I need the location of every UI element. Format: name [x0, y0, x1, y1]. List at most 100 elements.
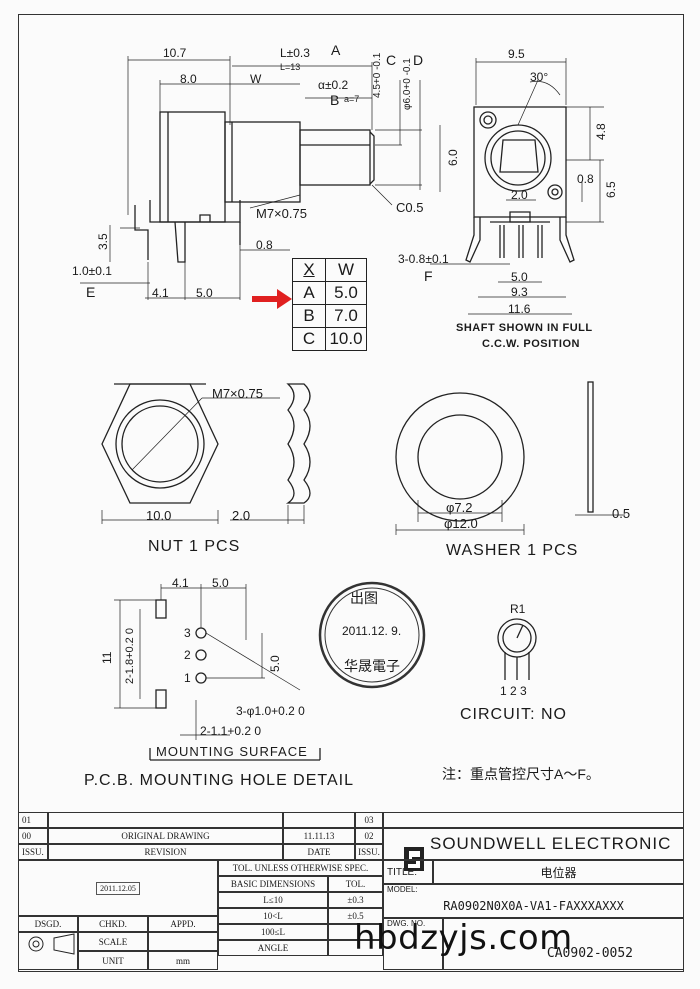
dsgd-label: DSGD.: [18, 916, 78, 932]
washer-inner-label: φ7.2: [446, 500, 473, 515]
xw-table: X W A 5.0 B 7.0 C 10.0: [292, 258, 367, 351]
rev-desc-1: [48, 812, 283, 828]
stamp-bottom: 华晟電子: [344, 658, 400, 674]
rev-date-1: [283, 812, 355, 828]
unit-label: UNIT: [78, 951, 148, 970]
dim-1-0: 1.0±0.1: [72, 264, 112, 278]
table-cell: B: [292, 304, 326, 328]
table-header-x: X: [292, 258, 326, 282]
pcb-pin-3: 3: [184, 626, 191, 640]
dim-4-1: 4.1: [152, 286, 169, 300]
rev-header-date: DATE: [283, 844, 355, 860]
circuit-ref: R1: [510, 602, 526, 616]
table-cell: C: [292, 327, 326, 351]
pcb-dim-holes: 3-φ1.0+0.2 0: [236, 704, 305, 718]
model-label: MODEL:: [383, 884, 684, 894]
stamp-date: 2011.12. 9.: [342, 624, 402, 638]
label-d: D: [413, 52, 424, 68]
tol-label: TOL.: [328, 876, 383, 892]
label-f: F: [424, 268, 433, 284]
pcb-dim-5-0: 5.0: [212, 576, 229, 590]
dim-phi6: φ6.0+0 -0.1: [402, 58, 413, 110]
table-cell: 5.0: [325, 281, 367, 305]
pcb-caption: P.C.B. MOUNTING HOLE DETAIL: [84, 772, 355, 789]
table-row: A 5.0: [292, 281, 367, 305]
basic-dimensions-label: BASIC DIMENSIONS: [218, 876, 328, 892]
pcb-dim-11: 11: [100, 651, 114, 664]
site-watermark: hbdzyjs.com: [354, 918, 573, 958]
dim-thread: M7×0.75: [256, 206, 307, 221]
dim-9-5: 9.5: [508, 47, 525, 61]
dim-l13: L=13: [280, 62, 301, 72]
company-name: SOUNDWELL ELECTRONIC: [383, 828, 684, 860]
nut-thickness-label: 2.0: [232, 508, 251, 523]
dim-0-8: 0.8: [256, 238, 273, 252]
dim-10-7: 10.7: [163, 46, 187, 60]
nut-width-label: 10.0: [146, 508, 172, 523]
label-c: C: [386, 52, 397, 68]
chkd-label: CHKD.: [78, 916, 148, 932]
rev-blank-1: [383, 812, 684, 828]
rev-iss-1: 01: [18, 812, 48, 828]
label-a: A: [331, 42, 341, 58]
dim-11-6: 11.6: [508, 302, 531, 316]
dim-5-0-front: 5.0: [511, 270, 528, 284]
dim-w: W: [250, 72, 262, 86]
label-b: B: [330, 92, 340, 108]
rev-header-desc: REVISION: [48, 844, 283, 860]
appd-label: APPD.: [148, 916, 218, 932]
unit-value: mm: [148, 951, 218, 970]
title-label: TITLE:: [383, 860, 433, 884]
inspection-stamp: [318, 581, 426, 689]
pcb-geometry: [149, 599, 321, 761]
table-cell: A: [292, 281, 326, 305]
dim-alpha: α±0.2: [318, 78, 349, 92]
nut-geometry: [101, 383, 311, 504]
dim-pin-width: 3-0.8±0.1: [398, 252, 449, 266]
pcb-pin-2: 2: [184, 648, 191, 662]
table-cell: 10.0: [325, 327, 367, 351]
projection-cell: [18, 932, 78, 970]
dim-6-0: 6.0: [446, 149, 460, 166]
tol-row-value: [328, 924, 383, 940]
dim-30deg: 30°: [530, 70, 549, 84]
rev-header-num: ISSU.: [355, 844, 383, 860]
table-cell: 7.0: [325, 304, 367, 328]
dim-4-5: 4.5+0 -0.1: [372, 52, 383, 98]
dim-8-0: 8.0: [180, 72, 197, 86]
projection-icon: [28, 933, 75, 955]
pcb-dim-slot: 2-1.8+0.2 0: [124, 628, 136, 684]
scale-value: [148, 932, 218, 951]
control-note: 注：重点管控尺寸A～F。: [442, 766, 600, 782]
dim-a7: a=7: [344, 94, 360, 104]
table-row: C 10.0: [292, 327, 367, 351]
rev-date-0: 11.11.13: [283, 828, 355, 844]
rev-iss-0: 00: [18, 828, 48, 844]
dim-9-3: 9.3: [511, 285, 528, 299]
drawing-frame: [18, 14, 684, 972]
signature-area: 2011.12.05: [18, 860, 218, 916]
red-arrow-icon: [252, 289, 292, 309]
rev-header-iss: ISSU.: [18, 844, 48, 860]
dim-chamfer: C0.5: [396, 200, 424, 215]
tol-row-dim: L≤10: [218, 892, 328, 908]
label-e: E: [86, 284, 96, 300]
mounting-surface-label: MOUNTING SURFACE: [156, 744, 308, 759]
pcb-dim-4-1: 4.1: [172, 576, 189, 590]
pcb-dim-5-0-v: 5.0: [268, 655, 282, 672]
tol-row-value: ±0.3: [328, 892, 383, 908]
table-header-w: W: [325, 258, 367, 282]
dwg-number: CA0902-0052: [443, 918, 684, 970]
nut-caption: NUT 1 PCS: [148, 538, 241, 555]
washer-thickness-label: 0.5: [612, 506, 631, 521]
scale-label: SCALE: [78, 932, 148, 951]
dim-6-5: 6.5: [604, 181, 618, 198]
side-view-geometry: [134, 111, 375, 263]
tol-row-dim: 100≤L: [218, 924, 328, 940]
tol-row-value: ±0.5: [328, 908, 383, 924]
table-row: B 7.0: [292, 304, 367, 328]
front-view-geometry: [465, 106, 575, 263]
dim-3-5: 3.5: [96, 233, 110, 250]
tolerance-header: TOL. UNLESS OTHERWISE SPEC.: [218, 860, 383, 876]
